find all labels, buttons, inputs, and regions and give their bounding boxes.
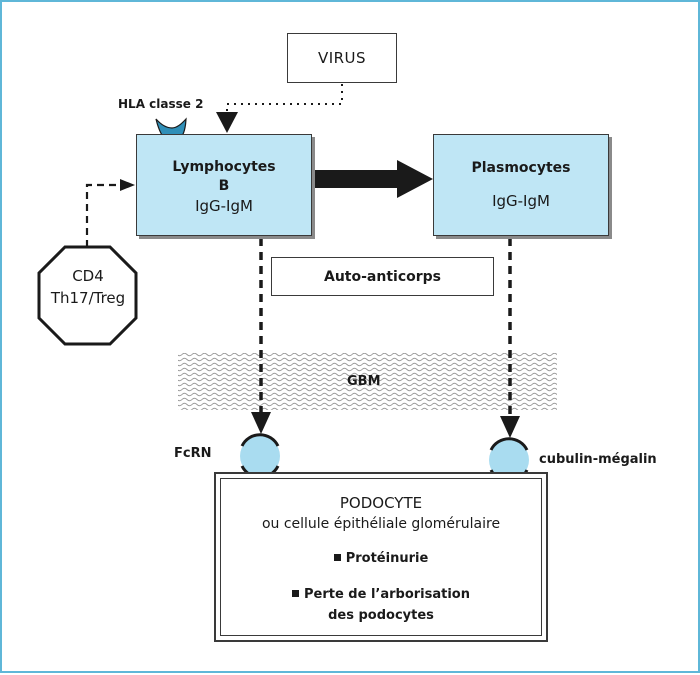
cubulin-receptor xyxy=(489,440,529,480)
cd4-dashed-link xyxy=(85,183,120,247)
cd4-arrowhead xyxy=(120,179,135,191)
arborisation-text-line2: des podocytes xyxy=(328,608,434,623)
proteinuria-text: Protéinurie xyxy=(345,551,429,566)
podocyte-title: PODOCYTE xyxy=(339,494,423,512)
auto-anticorps-node: Auto-anticorps xyxy=(271,257,494,296)
cd4-label: CD4 Th17/Treg xyxy=(38,265,138,309)
plasmocytes-title: Plasmocytes xyxy=(471,160,571,176)
cubulin-megalin-label: cubulin-mégalin xyxy=(539,452,657,467)
virus-node: VIRUS xyxy=(287,33,397,83)
fcrn-receptor xyxy=(240,436,280,476)
differentiation-arrow xyxy=(314,160,433,198)
cd4-octagon xyxy=(37,245,138,346)
lymphocytes-b-letter: B xyxy=(218,178,230,194)
fcrn-arrowhead xyxy=(251,412,271,434)
podocyte-item-arborisation: Perte de l’arborisation des podocytes xyxy=(221,584,541,626)
hla-label: HLA classe 2 xyxy=(118,97,204,111)
lymphocytes-antibodies: IgG-IgM xyxy=(195,197,253,215)
plasmocytes-antibodies: IgG-IgM xyxy=(492,192,550,210)
virus-arrowhead xyxy=(216,112,238,133)
fcrn-label: FcRN xyxy=(174,446,212,461)
podocyte-subtitle: ou cellule épithéliale glomérulaire xyxy=(261,516,501,532)
plasmocytes-node: Plasmocytes IgG-IgM xyxy=(433,134,609,236)
podocyte-node: PODOCYTE ou cellule épithéliale glomérul… xyxy=(214,472,548,642)
auto-anticorps-label: Auto-anticorps xyxy=(323,268,441,285)
cd4-line2: Th17/Treg xyxy=(50,289,126,307)
arborisation-text-line1: Perte de l’arborisation xyxy=(303,587,470,602)
virus-dotted-link xyxy=(226,84,343,114)
gbm-label: GBM xyxy=(347,374,381,389)
bullet-square-icon xyxy=(291,590,299,597)
cd4-line1: CD4 xyxy=(72,267,104,285)
lymphocytes-b-node: Lymphocytes B IgG-IgM xyxy=(136,134,312,236)
lymphocytes-title: Lymphocytes xyxy=(172,159,276,175)
cubulin-arrowhead xyxy=(500,416,520,438)
gbm-membrane-band xyxy=(178,353,557,410)
podocyte-item-proteinuria: Protéinurie xyxy=(221,551,541,566)
podocyte-inner-frame: PODOCYTE ou cellule épithéliale glomérul… xyxy=(220,478,542,636)
bullet-square-icon xyxy=(333,554,341,561)
virus-label: VIRUS xyxy=(317,49,367,67)
